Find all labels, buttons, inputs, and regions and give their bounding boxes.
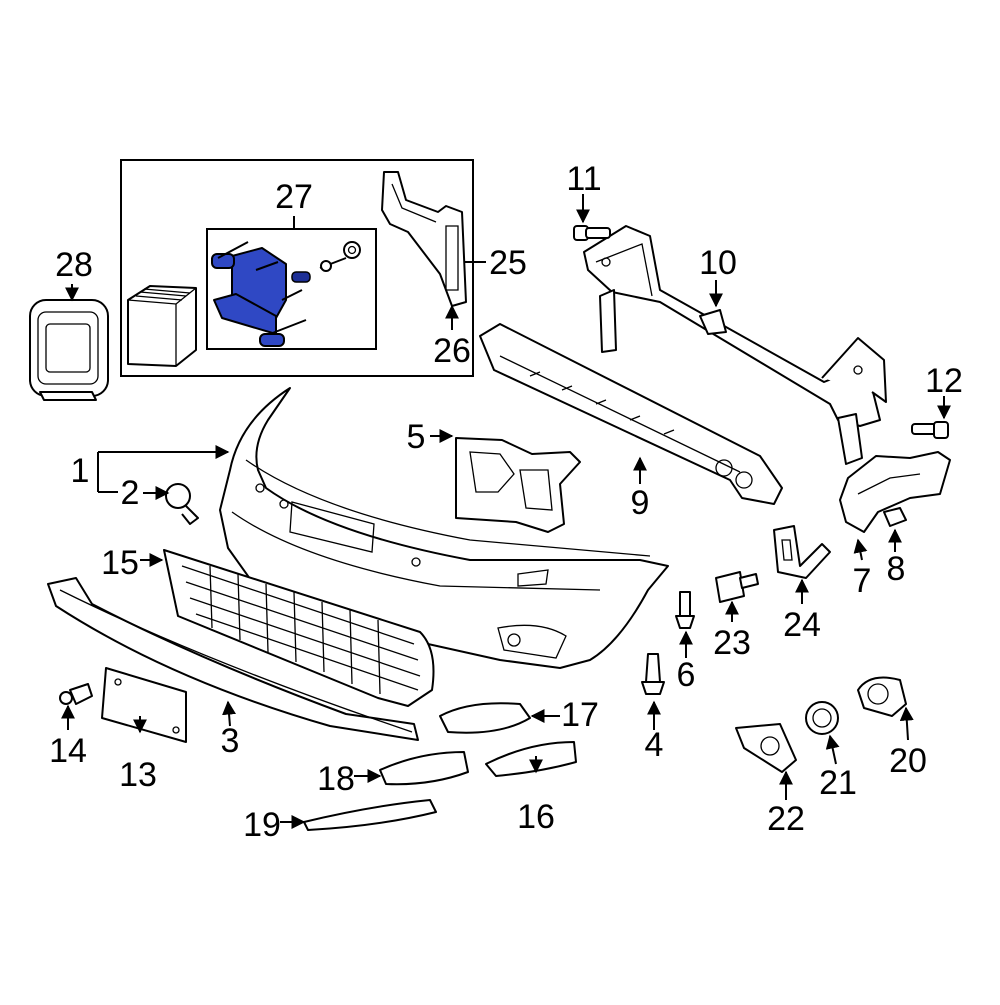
callout-13: 13	[119, 756, 157, 794]
callout-7: 7	[853, 562, 872, 600]
callout-3: 3	[221, 722, 240, 760]
part-14-push-clip[interactable]	[59, 683, 93, 705]
part-6-screw[interactable]	[675, 591, 695, 629]
inset-sub-frame	[206, 228, 377, 350]
part-27-bracket-assembly[interactable]	[211, 241, 361, 347]
part-5-side-bracket[interactable]	[455, 437, 581, 533]
callout-16: 16	[517, 798, 555, 836]
leader-lines	[61, 194, 951, 829]
callout-4: 4	[645, 726, 664, 764]
callout-19: 19	[243, 806, 281, 844]
callout-24: 24	[783, 606, 821, 644]
callout-11: 11	[566, 160, 601, 198]
control-module[interactable]	[127, 285, 197, 367]
part-8-clip-nut[interactable]	[883, 507, 907, 527]
callout-8: 8	[887, 550, 906, 588]
inset-frame	[120, 159, 474, 377]
part-13-plate-bracket[interactable]	[101, 667, 187, 743]
part-28-sensor-housing[interactable]	[29, 299, 109, 401]
part-23-connector[interactable]	[715, 571, 759, 603]
part-12-bolt[interactable]	[911, 421, 949, 439]
callout-26: 26	[433, 332, 471, 370]
callout-17: 17	[561, 696, 599, 734]
part-4-screw[interactable]	[641, 653, 665, 695]
part-18-fog-trim-left[interactable]	[379, 751, 469, 786]
part-11-bolt[interactable]	[573, 225, 611, 241]
callout-5: 5	[407, 418, 426, 456]
callout-22: 22	[767, 800, 805, 838]
part-1-bumper-cover[interactable]	[219, 387, 669, 669]
nut-icon	[343, 241, 361, 259]
callout-20: 20	[889, 742, 927, 780]
part-2-tow-cap[interactable]	[165, 483, 199, 525]
callout-27: 27	[275, 178, 313, 216]
callout-labels: 1 2 3 4 5 6 7 8 9 10 11 12 13 14 15 16 1…	[49, 160, 963, 844]
part-19-chrome-strip[interactable]	[303, 799, 437, 831]
part-15-lower-grille[interactable]	[163, 549, 435, 707]
callout-23: 23	[713, 624, 751, 662]
part-16-fog-trim-right[interactable]	[485, 741, 577, 777]
part-10-impact-bar[interactable]	[583, 225, 887, 465]
part-22-sensor-holder[interactable]	[735, 723, 797, 773]
part-7-mount-bracket[interactable]	[839, 451, 951, 533]
callout-6: 6	[677, 656, 696, 694]
callout-18: 18	[317, 760, 355, 798]
part-21-sensor-ring[interactable]	[805, 701, 839, 735]
callout-15: 15	[101, 544, 139, 582]
callout-9: 9	[631, 484, 650, 522]
callout-10: 10	[699, 244, 737, 282]
part-9-energy-absorber[interactable]	[479, 323, 783, 505]
callout-28: 28	[55, 246, 93, 284]
callout-12: 12	[925, 362, 963, 400]
callout-2: 2	[121, 474, 140, 512]
part-3-lower-spoiler[interactable]	[47, 577, 419, 741]
part-20-parking-sensor[interactable]	[857, 676, 907, 717]
callout-1: 1	[71, 452, 90, 490]
callout-25: 25	[489, 244, 527, 282]
part-26-mounting-bracket[interactable]	[381, 171, 467, 307]
callout-21: 21	[819, 764, 857, 802]
part-24-sensor-bracket[interactable]	[773, 525, 831, 579]
bolt-icon	[319, 257, 347, 272]
callout-14: 14	[49, 732, 87, 770]
part-17-fog-trim-upper[interactable]	[439, 702, 531, 734]
